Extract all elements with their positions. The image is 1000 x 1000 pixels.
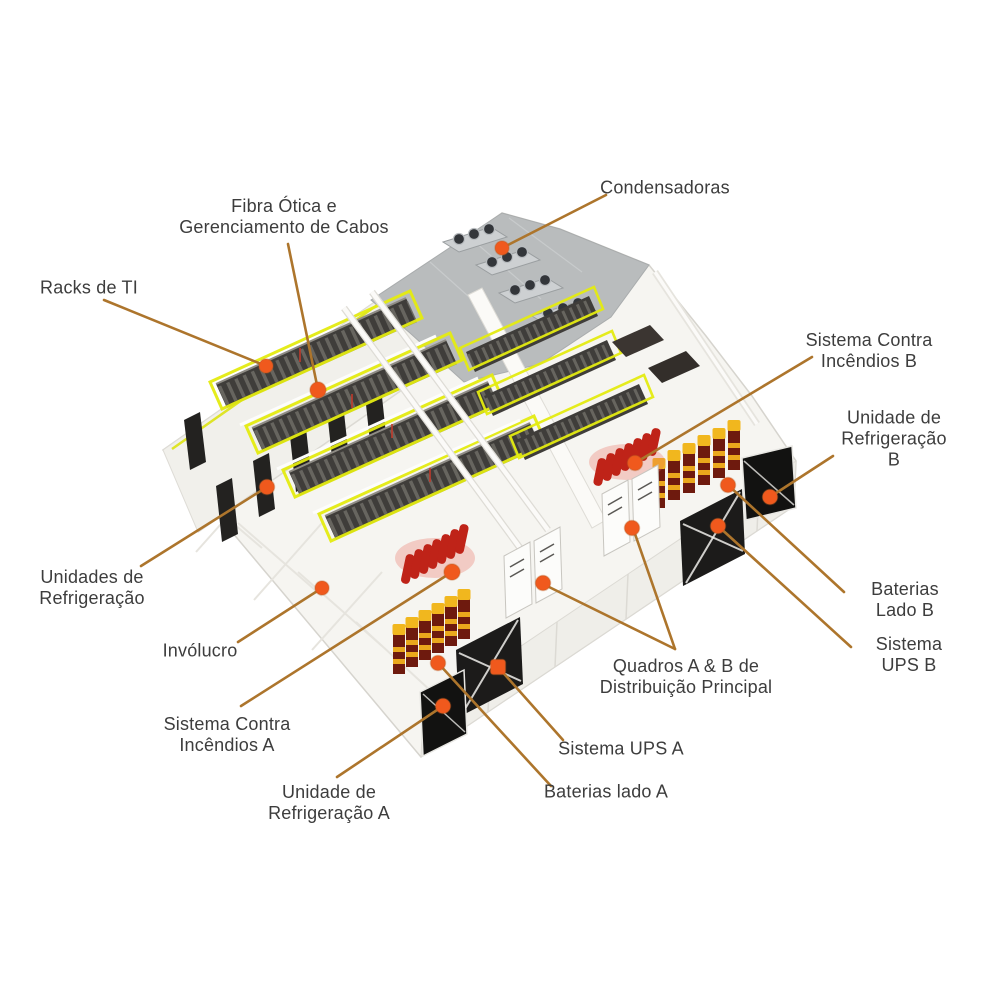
- callout-dot-unidade-refrigeracao-b: [761, 488, 779, 506]
- it-rack-rows-module-b: [458, 285, 700, 460]
- callout-dot-racks-ti: [258, 358, 274, 374]
- callout-dot-involucro: [314, 580, 330, 596]
- callout-dot-fibra-otica: [309, 381, 327, 399]
- callout-dot-sistema-ups-a: [489, 658, 507, 676]
- cable-drops-red: [299, 348, 431, 482]
- leader-line-sistema-ups-b: [716, 524, 853, 649]
- it-rack-row: [476, 329, 623, 416]
- storage-cabinet: [648, 351, 700, 383]
- condenser-unit: [497, 273, 565, 304]
- leader-line-unidade-refrigeracao-b: [768, 454, 835, 499]
- callout-dot-baterias-lado-b: [719, 476, 737, 494]
- leader-line-fibra-otica: [286, 242, 320, 392]
- callout-dot-unidade-refrigeracao-a: [434, 697, 452, 715]
- leader-line-baterias-lado-b: [726, 483, 846, 594]
- callout-dot-quadro-b: [623, 519, 641, 537]
- leader-line-baterias-lado-a: [436, 661, 553, 788]
- distribution-panels-b: [601, 464, 661, 557]
- condenser-unit: [441, 222, 509, 253]
- cooling-unit-b: [741, 445, 797, 521]
- leader-line-quadros-b: [632, 529, 677, 651]
- leader-line-unidade-refrigeracao-a: [335, 704, 445, 779]
- leader-line-unidades-refrigeracao: [139, 485, 269, 568]
- pipes: [341, 289, 551, 551]
- leader-line-sistema-ups-a: [496, 665, 565, 742]
- leader-lines: [102, 193, 853, 788]
- callout-dot-baterias-lado-a: [429, 654, 447, 672]
- it-rack-row: [508, 373, 655, 460]
- leader-line-sistema-contra-incendios-a: [239, 570, 454, 708]
- callout-dot-condensadoras: [494, 240, 510, 256]
- storage-cabinet: [612, 325, 664, 357]
- callout-dots: [258, 240, 779, 715]
- it-rack-row: [458, 285, 605, 372]
- condenser-unit: [474, 245, 542, 276]
- callout-dot-unidades-refrigeracao: [258, 478, 276, 496]
- leader-line-sistema-contra-incendios-b: [633, 355, 814, 465]
- callout-dot-sistema-contra-incendios-a: [443, 563, 461, 581]
- leader-line-quadros-a: [543, 583, 677, 651]
- ups-unit-b: [680, 489, 745, 586]
- callout-dot-sistema-contra-incendios-b: [626, 454, 644, 472]
- battery-stacks-a: [392, 589, 471, 674]
- leader-line-racks-ti: [102, 298, 268, 368]
- leader-line-condensadoras: [500, 193, 608, 250]
- leader-line-involucro: [236, 586, 324, 644]
- callout-dot-quadro-a: [534, 574, 552, 592]
- callout-dot-sistema-ups-b: [709, 517, 727, 535]
- it-rack-row: [208, 289, 424, 411]
